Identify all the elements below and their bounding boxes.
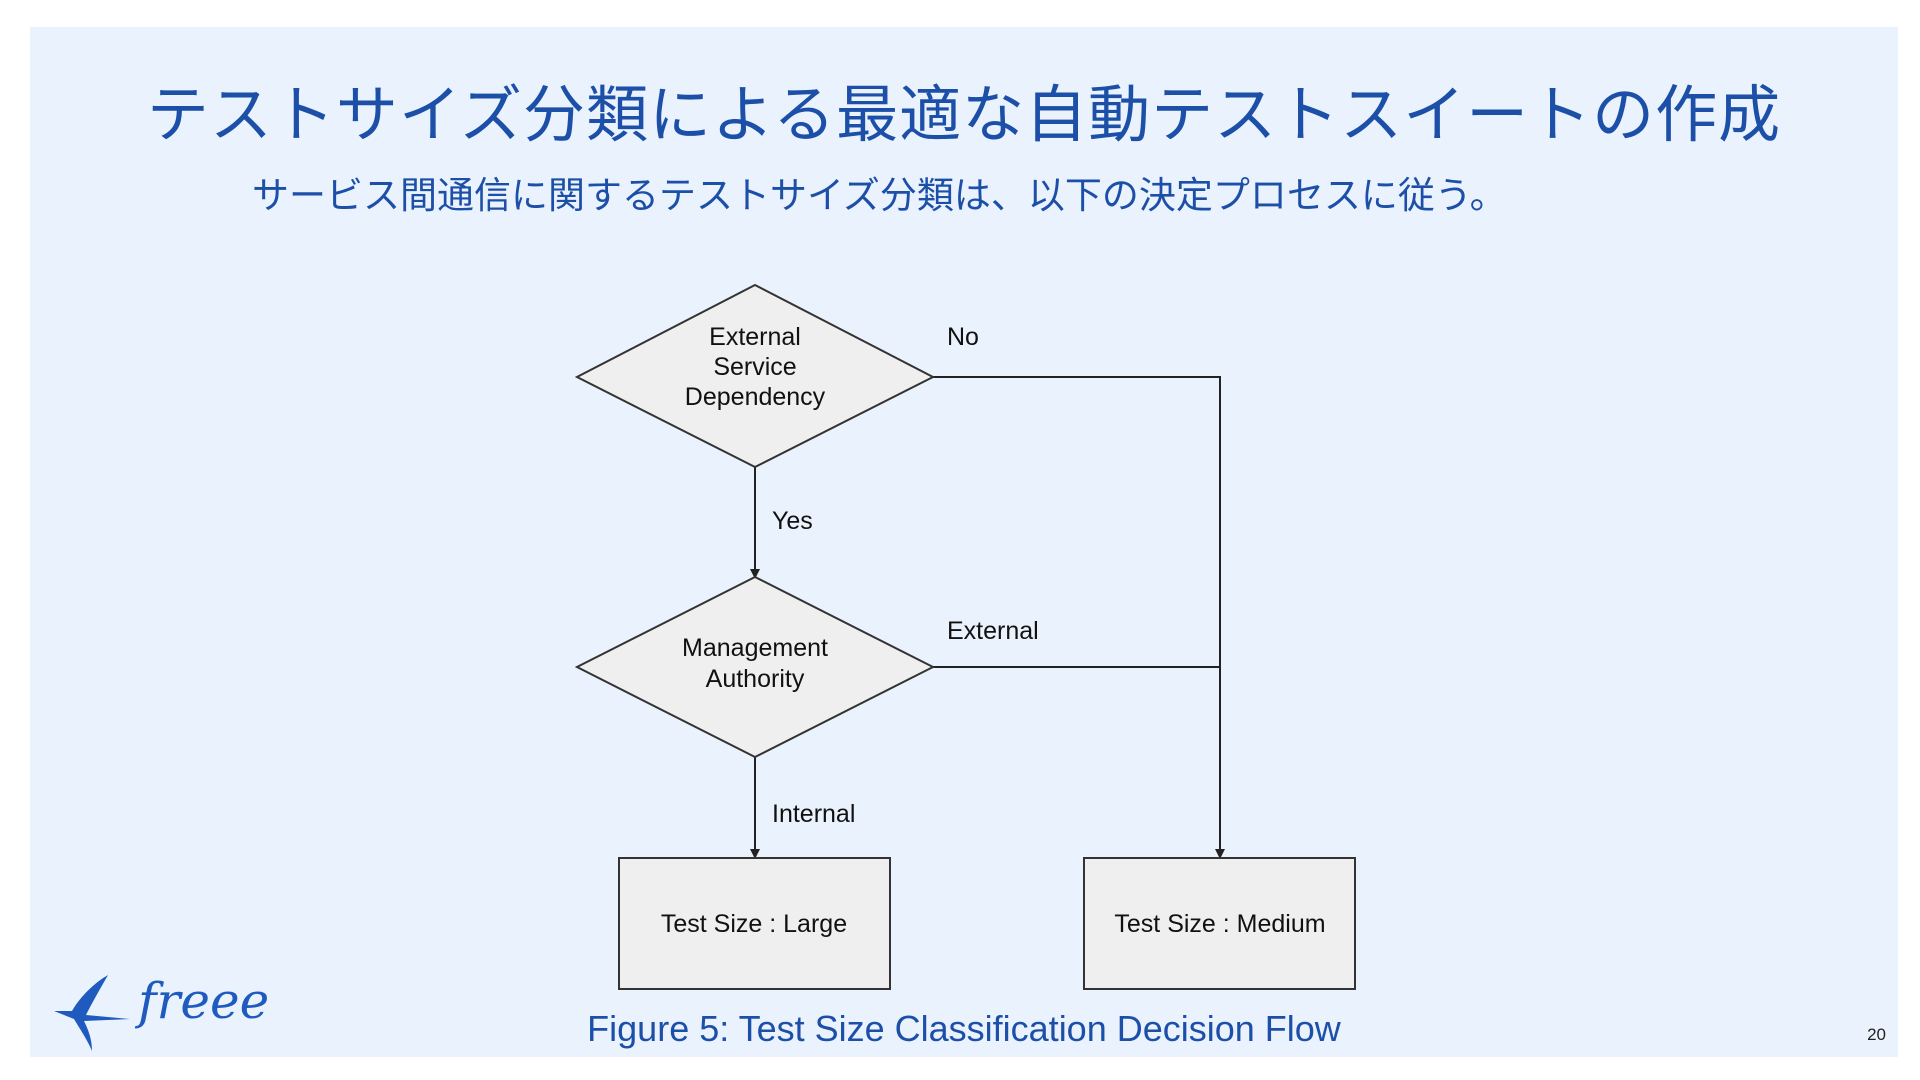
edge-external-label: External	[947, 617, 1039, 645]
decision-flow-diagram: External Service Dependency Management A…	[574, 283, 1356, 990]
decision-management-authority-label-2: Authority	[706, 665, 805, 693]
decision-management-authority	[574, 575, 936, 759]
decision-external-dependency-label-1: External	[709, 323, 801, 351]
slide: テストサイズ分類による最適な自動テストスイートの作成 サービス間通信に関するテス…	[30, 27, 1898, 1057]
slide-title: テストサイズ分類による最適な自動テストスイートの作成	[146, 78, 1782, 151]
result-medium-box	[1083, 857, 1356, 990]
result-medium-label: Test Size : Medium	[1114, 910, 1325, 938]
edge-internal-label: Internal	[772, 800, 855, 828]
slide-subtitle: サービス間通信に関するテストサイズ分類は、以下の決定プロセスに従う。	[252, 174, 1507, 217]
bird-icon	[54, 975, 130, 1051]
page-number: 20	[1867, 1025, 1886, 1044]
edge-yes-label: Yes	[772, 507, 813, 535]
decision-external-dependency-label-2: Service	[713, 353, 796, 381]
logo-wordmark: freee	[138, 972, 270, 1030]
decision-management-authority-label-1: Management	[682, 634, 828, 662]
result-large-label: Test Size : Large	[661, 910, 847, 938]
decision-external-dependency-label-3: Dependency	[685, 383, 826, 411]
figure-caption: Figure 5: Test Size Classification Decis…	[587, 1008, 1341, 1049]
edge-no-line	[933, 376, 1225, 859]
decision-external-dependency	[574, 283, 936, 469]
edge-no-label: No	[947, 323, 979, 351]
result-large-box	[618, 857, 891, 990]
freee-logo: freee	[50, 967, 280, 1057]
